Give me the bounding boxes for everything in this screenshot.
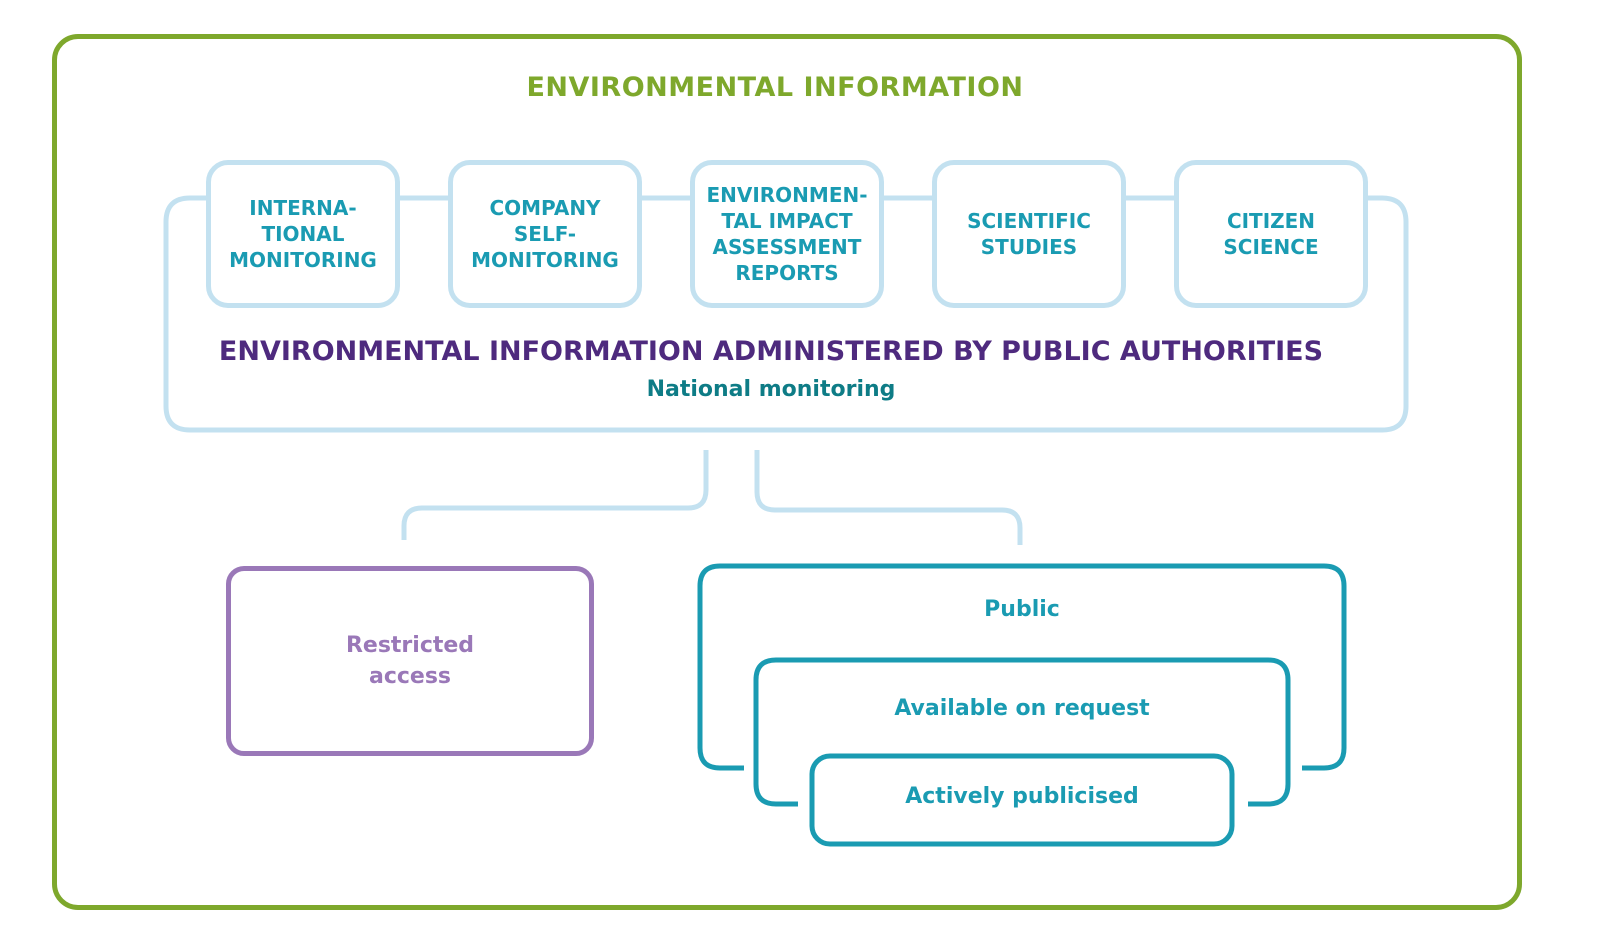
public-label: Public bbox=[984, 597, 1060, 622]
branch-to-restricted bbox=[401, 450, 709, 540]
source-company-self-monitoring: COMPANY SELF- MONITORING bbox=[448, 160, 642, 308]
source-eia-reports: ENVIRONMEN- TAL IMPACT ASSESSMENT REPORT… bbox=[690, 160, 884, 308]
national-monitoring-label: National monitoring bbox=[646, 377, 896, 402]
outer-frame bbox=[52, 34, 1522, 910]
public-bracket bbox=[697, 563, 1347, 771]
available-on-request-bracket bbox=[753, 657, 1291, 807]
actively-publicised-label: Actively publicised bbox=[905, 784, 1139, 809]
available-on-request-label: Available on request bbox=[894, 696, 1150, 721]
restricted-access-box: Restricted access bbox=[226, 566, 594, 756]
public-authorities-bracket bbox=[163, 195, 1409, 433]
public-authorities-title: ENVIRONMENTAL INFORMATION ADMINISTERED B… bbox=[218, 336, 1324, 367]
main-title: ENVIRONMENTAL INFORMATION bbox=[526, 72, 1024, 103]
source-citizen-science: CITIZEN SCIENCE bbox=[1174, 160, 1368, 308]
actively-publicised-box bbox=[809, 753, 1235, 847]
branch-to-public bbox=[754, 450, 1023, 545]
source-scientific-studies: SCIENTIFIC STUDIES bbox=[932, 160, 1126, 308]
source-international-monitoring: INTERNA- TIONAL MONITORING bbox=[206, 160, 400, 308]
